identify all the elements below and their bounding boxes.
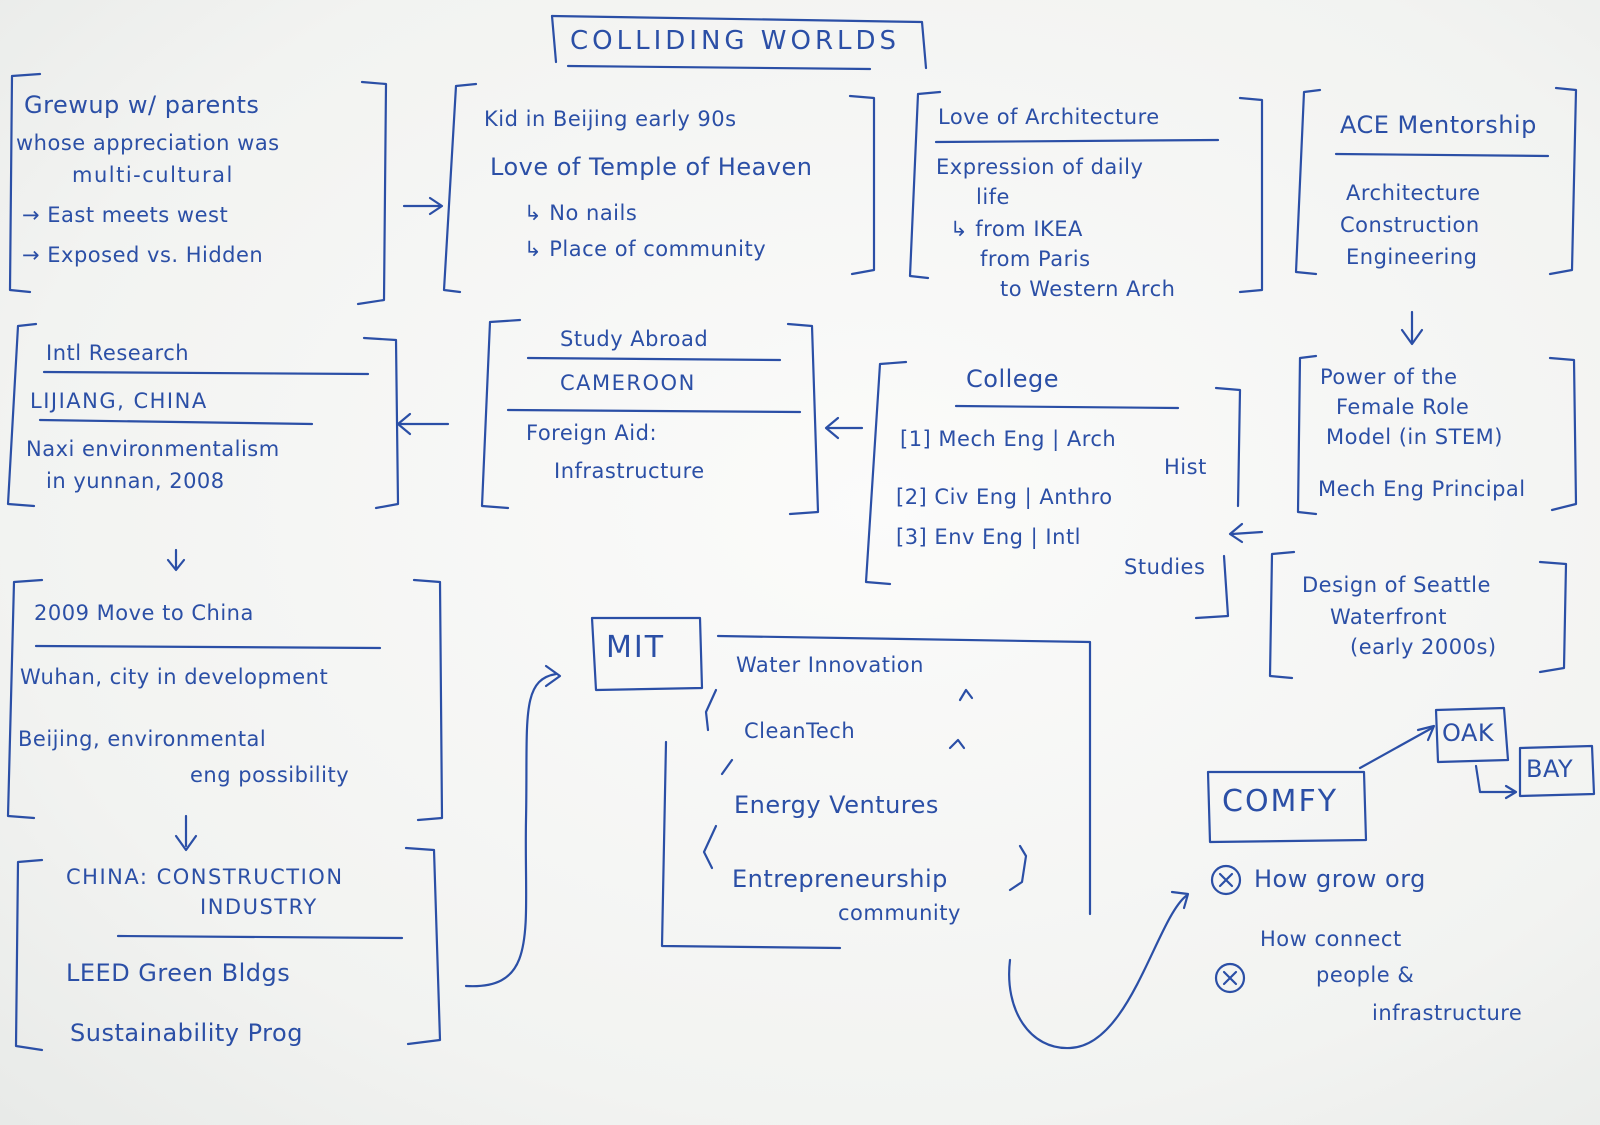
node-parents-line3: multi-cultural xyxy=(72,163,234,187)
node-move-china-line3: Beijing, environmental xyxy=(18,727,267,751)
node-ace-line2: Construction xyxy=(1340,213,1480,237)
node-intl-research-line2: LIJIANG, CHINA xyxy=(30,389,208,413)
node-comfy-line1: How grow org xyxy=(1254,865,1426,893)
node-seattle-line3: (early 2000s) xyxy=(1350,635,1497,659)
node-intl-research-line1: Intl Research xyxy=(46,341,190,365)
node-college-title: College xyxy=(966,365,1060,393)
node-college-line3: [2] Civ Eng | Anthro xyxy=(896,485,1113,509)
bracket-seattle xyxy=(1268,550,1568,680)
node-construction-line4: Sustainability Prog xyxy=(70,1019,303,1047)
node-female-role-line2: Female Role xyxy=(1336,395,1470,419)
node-college-line1: [1] Mech Eng | Arch xyxy=(900,427,1117,451)
node-comfy-label: COMFY xyxy=(1222,784,1339,819)
bracket-kid-beijing xyxy=(442,82,876,294)
node-move-china-line2: Wuhan, city in development xyxy=(20,665,329,689)
bracket-parents xyxy=(8,72,388,306)
node-study-abroad-line1: Study Abroad xyxy=(560,327,709,351)
node-construction-line3: LEED Green Bldgs xyxy=(66,959,291,987)
node-kid-beijing-line3: ↳ No nails xyxy=(524,201,638,225)
node-kid-beijing-line1: Kid in Beijing early 90s xyxy=(484,107,737,131)
node-ace-line3: Engineering xyxy=(1346,245,1478,269)
node-mit-label: MIT xyxy=(606,630,666,665)
bracket-study-abroad xyxy=(480,318,820,516)
node-female-role-line1: Power of the xyxy=(1320,365,1458,389)
node-seattle-line2: Waterfront xyxy=(1330,605,1448,629)
node-kid-beijing-line2: Love of Temple of Heaven xyxy=(490,153,813,181)
node-ace-line1: Architecture xyxy=(1346,181,1481,205)
node-architecture-line6: to Western Arch xyxy=(1000,277,1176,301)
node-study-abroad-line4: Infrastructure xyxy=(554,459,705,483)
box-comfy xyxy=(1206,706,1596,994)
bracket-college xyxy=(864,360,1242,620)
node-mit-line3: Energy Ventures xyxy=(734,791,939,819)
node-female-role-line3: Model (in STEM) xyxy=(1326,425,1503,449)
node-female-role-line4: Mech Eng Principal xyxy=(1318,477,1526,501)
node-move-china-line4: eng possibility xyxy=(190,763,350,787)
arrows xyxy=(166,196,1424,1050)
node-intl-research-line4: in yunnan, 2008 xyxy=(46,469,225,493)
node-college-line4: [3] Env Eng | Intl xyxy=(896,525,1082,549)
node-comfy-bay: BAY xyxy=(1526,755,1574,783)
node-mit-line2: CleanTech xyxy=(744,719,856,743)
bracket-female-role xyxy=(1296,354,1578,516)
bracket-construction xyxy=(14,846,442,1052)
node-parents-line2: whose appreciation was xyxy=(16,131,280,155)
node-mit-line4: Entrepreneurship xyxy=(732,865,948,893)
node-construction-line2: INDUSTRY xyxy=(200,895,318,919)
node-comfy-line3: people & xyxy=(1316,963,1415,987)
node-comfy-line4: infrastructure xyxy=(1372,1001,1523,1025)
node-move-china-line1: 2009 Move to China xyxy=(34,601,254,625)
node-college-line5: Studies xyxy=(1124,555,1206,579)
node-architecture-line5: from Paris xyxy=(980,247,1091,271)
node-parents-line1: Grewup w/ parents xyxy=(24,91,260,119)
node-construction-line1: CHINA: CONSTRUCTION xyxy=(66,865,344,889)
node-mit-line5: community xyxy=(838,901,961,925)
node-study-abroad-line2: CAMEROON xyxy=(560,371,696,395)
box-mit xyxy=(590,616,1092,950)
node-ace-title: ACE Mentorship xyxy=(1340,111,1537,139)
node-seattle-line1: Design of Seattle xyxy=(1302,573,1491,597)
bracket-move-china xyxy=(6,578,444,822)
bracket-ace xyxy=(1294,86,1578,276)
node-architecture-line3: life xyxy=(976,185,1010,209)
page-title: COLLIDING WORLDS xyxy=(570,26,901,56)
node-parents-line4: → East meets west xyxy=(22,203,229,227)
node-parents-line5: → Exposed vs. Hidden xyxy=(22,243,264,267)
node-mit-line1: Water Innovation xyxy=(736,653,924,677)
node-study-abroad-line3: Foreign Aid: xyxy=(526,421,658,445)
title-box xyxy=(550,14,928,71)
node-college-line2: Hist xyxy=(1164,455,1207,479)
bracket-intl-research xyxy=(6,322,400,510)
bracket-architecture xyxy=(908,90,1264,294)
node-architecture-line2: Expression of daily xyxy=(936,155,1144,179)
node-kid-beijing-line4: ↳ Place of community xyxy=(524,237,767,261)
node-architecture-line4: ↳ from IKEA xyxy=(950,217,1083,241)
node-comfy-oak: OAK xyxy=(1442,719,1495,747)
node-comfy-line2: How connect xyxy=(1260,927,1402,951)
node-architecture-line1: Love of Architecture xyxy=(938,105,1160,129)
node-intl-research-line3: Naxi environmentalism xyxy=(26,437,280,461)
